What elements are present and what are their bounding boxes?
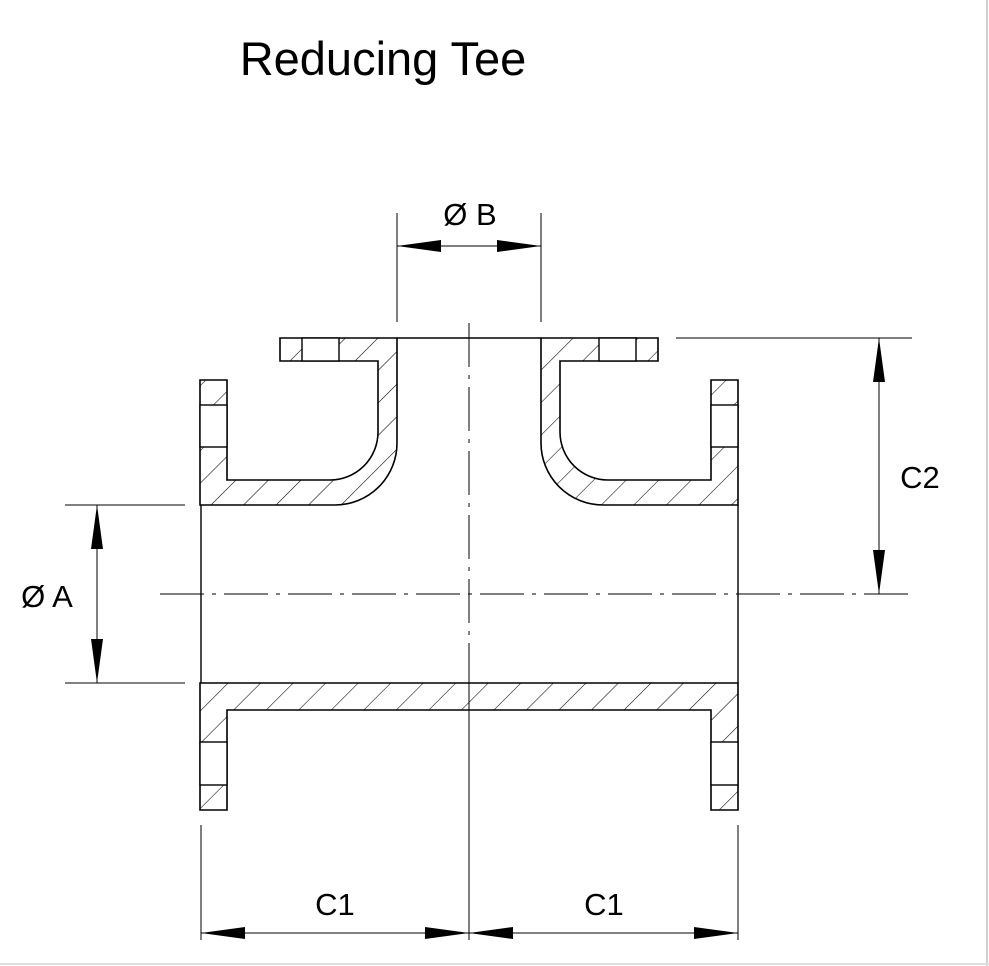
bolt-hole-branch-right bbox=[598, 337, 637, 362]
svg-text:Ø A: Ø A bbox=[21, 579, 73, 614]
dimension-c2: C2 bbox=[676, 337, 940, 594]
bolt-hole-left-lower bbox=[199, 741, 228, 786]
dimension-dia-a: Ø A bbox=[21, 504, 185, 684]
svg-text:Ø B: Ø B bbox=[443, 197, 496, 232]
svg-text:C2: C2 bbox=[900, 460, 940, 495]
bolt-hole-right-upper bbox=[710, 404, 739, 448]
c1-left-label: C1 bbox=[315, 887, 355, 922]
upper-left-section bbox=[199, 337, 398, 506]
dimension-dia-b: Ø B bbox=[396, 197, 542, 322]
bolt-hole-right-lower bbox=[710, 741, 739, 786]
drawing-title: Reducing Tee bbox=[240, 32, 527, 85]
bolt-hole-left-upper bbox=[199, 404, 228, 448]
dimension-c1: C1 C1 bbox=[200, 825, 739, 940]
bolt-hole-branch-left bbox=[301, 337, 340, 362]
c1-right-label: C1 bbox=[584, 887, 624, 922]
upper-right-section bbox=[540, 337, 739, 506]
